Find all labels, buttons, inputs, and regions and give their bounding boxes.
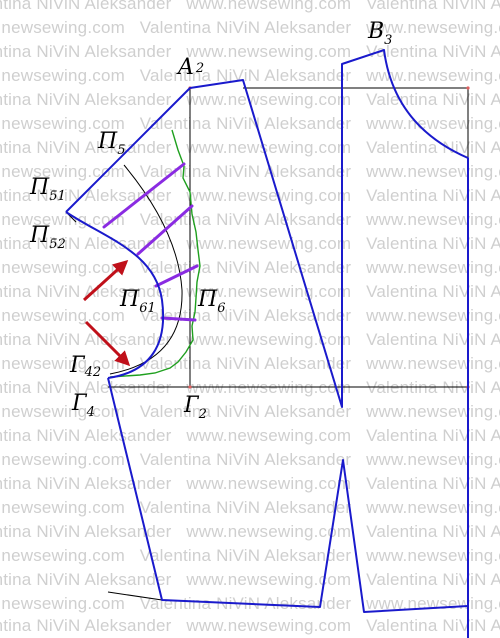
label-g42: Г42	[69, 353, 101, 380]
arrow-down-icon	[84, 320, 131, 367]
label-p6: П6	[197, 287, 225, 316]
label-g4: Г4	[71, 391, 95, 420]
front-piece-outline	[65, 49, 469, 638]
armhole-guide-curve	[109, 129, 201, 378]
label-p51: П51	[29, 175, 66, 204]
construction-arc	[109, 164, 183, 375]
marker-line	[160, 316, 197, 322]
direction-arrows	[82, 259, 131, 367]
label-p61: П61	[119, 287, 156, 316]
label-b3: B3	[367, 19, 392, 48]
pattern-outline	[65, 49, 469, 638]
armhole-curve	[65, 211, 165, 379]
construction-line	[107, 591, 163, 601]
marker-line	[102, 162, 186, 229]
arrow-up-icon	[82, 259, 129, 302]
armhole-markers	[102, 162, 199, 322]
marker-line	[136, 204, 194, 256]
label-g2: Г2	[183, 393, 207, 422]
label-p5: П5	[97, 129, 125, 158]
reference-point	[466, 86, 470, 90]
reference-point	[188, 385, 192, 389]
label-p52: П52	[29, 223, 66, 252]
reference-points	[188, 86, 470, 389]
back-piece-outline	[107, 377, 469, 613]
marker-line	[154, 264, 199, 288]
